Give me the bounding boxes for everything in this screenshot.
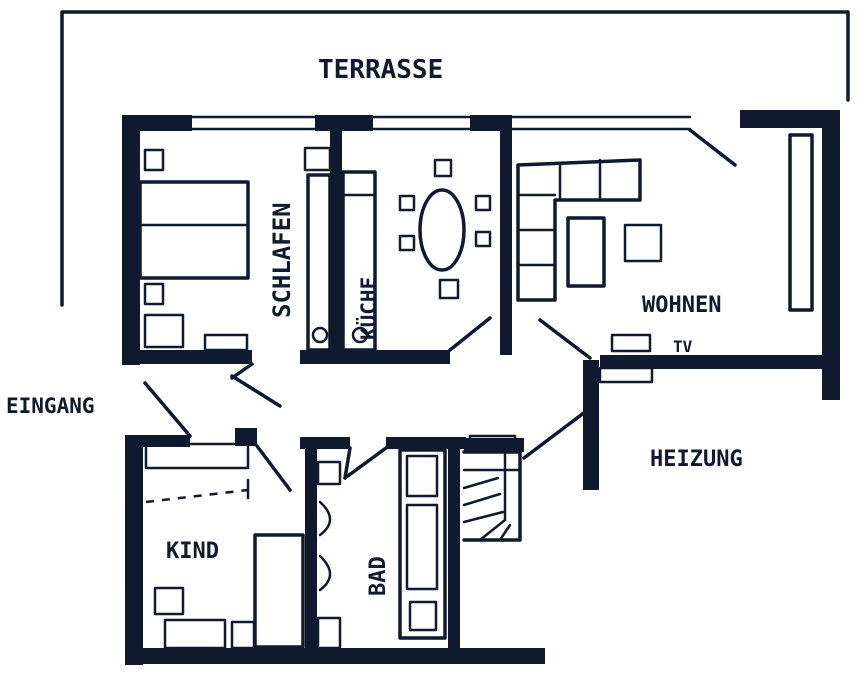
bedroom-furniture bbox=[138, 146, 332, 352]
label-heizung: HEIZUNG bbox=[650, 447, 743, 472]
label-wohnen: WOHNEN bbox=[642, 293, 721, 318]
kid-room-furniture bbox=[144, 442, 305, 650]
label-bad: BAD bbox=[366, 556, 391, 596]
label-tv: TV bbox=[673, 337, 693, 356]
upper-walls bbox=[122, 110, 840, 408]
terrace-outline bbox=[60, 10, 850, 307]
living-furniture bbox=[516, 133, 814, 384]
bathroom-fixtures bbox=[316, 448, 447, 650]
label-kueche: KÜCHE bbox=[356, 277, 381, 340]
label-terrasse: TERRASSE bbox=[318, 55, 443, 85]
kitchen-furniture bbox=[341, 158, 492, 352]
label-schlafen: SCHLAFEN bbox=[268, 202, 296, 318]
label-kind: KIND bbox=[166, 539, 219, 564]
lower-walls bbox=[125, 360, 599, 665]
label-eingang: EINGANG bbox=[6, 394, 95, 418]
room-labels: TERRASSE SCHLAFEN KÜCHE WOHNEN TV EINGAN… bbox=[6, 55, 743, 596]
staircase bbox=[462, 434, 522, 542]
